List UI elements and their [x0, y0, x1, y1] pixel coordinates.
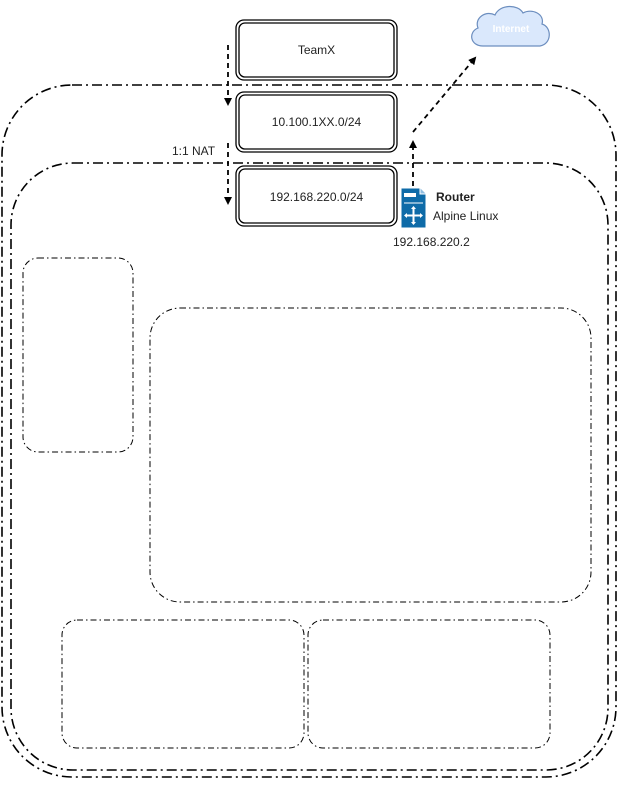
outer-subnet-label: 10.100.1XX.0/24: [272, 115, 362, 129]
teamx-label: TeamX: [298, 43, 335, 57]
router-title: Router: [436, 190, 475, 204]
placeholder-group-bottom-right: [307, 619, 551, 749]
router-os: Alpine Linux: [433, 209, 498, 223]
router-icon[interactable]: [400, 187, 427, 229]
router-ip: 192.168.220.2: [393, 235, 470, 249]
internet-cloud-icon[interactable]: Internet: [471, 5, 550, 47]
nat-label: 1:1 NAT: [172, 144, 216, 158]
placeholder-group-left: [22, 257, 134, 453]
inner-subnet-label: 192.168.220.0/24: [270, 190, 364, 204]
teamx-node[interactable]: TeamX: [235, 19, 398, 81]
outer-subnet-node[interactable]: 10.100.1XX.0/24: [235, 91, 398, 153]
placeholder-group-bottom-left: [61, 619, 305, 749]
placeholder-group-main: [149, 307, 592, 603]
internet-arrow: [412, 56, 477, 133]
internet-label: Internet: [493, 24, 530, 35]
inner-subnet-node[interactable]: 192.168.220.0/24: [235, 165, 398, 227]
outer-network-zone: [1, 84, 617, 778]
inner-network-zone: [10, 162, 609, 771]
